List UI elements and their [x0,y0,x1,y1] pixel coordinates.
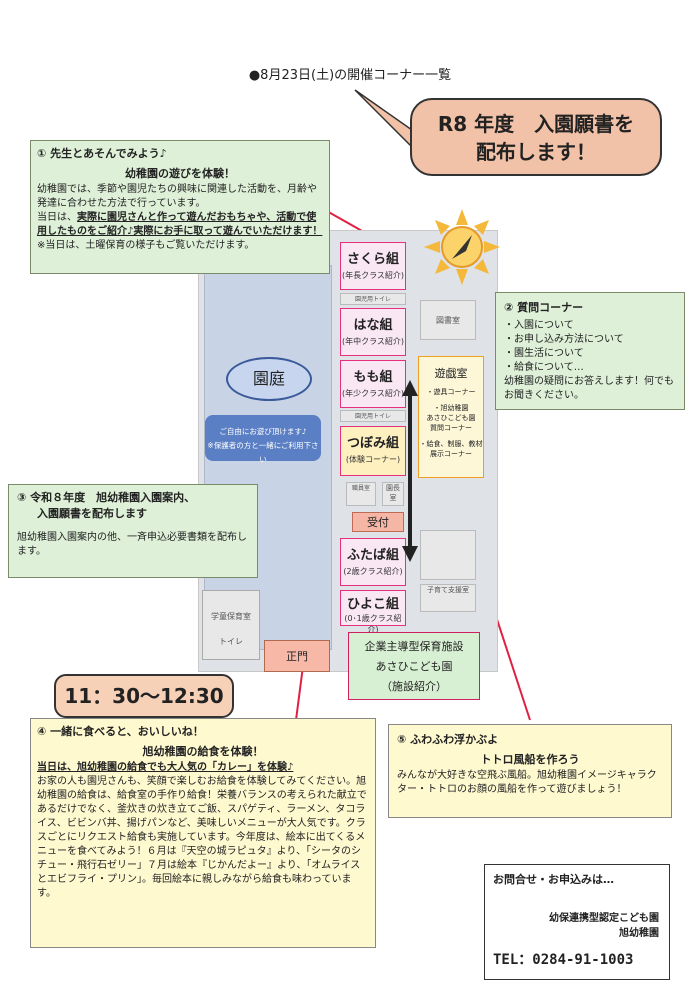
toilet-1: 園児用トイレ [340,293,406,305]
announcement-line1: R8 年度 入園願書を [437,112,635,136]
box2-item: ・給食について… [504,362,584,373]
playroom-name: 遊戯室 [434,367,468,380]
box1-text2a: 当日は、 [37,212,77,223]
box1-text: 幼稚園では、季節や園児たちの興味に関連した活動を、月齢や発達に合わせた方法で行っ… [37,183,323,253]
room-name: はな組 [353,318,393,333]
page-title: ●8月23日(土)の開催コーナー一覧 [248,68,452,83]
box2-item: ・園生活について [504,348,584,359]
box5-subtitle: トトロ風船を作ろう [480,753,580,766]
principal-room: 園長室 [382,482,404,506]
playroom-line2c: 質問コーナー [430,424,472,432]
inquiry-tel: TEL：0284-91-1003 [493,952,634,968]
inquiry-title: お問合せ・お申込みは… [493,873,614,886]
playroom-line3: ・給食、制服、教材 展示コーナー [419,439,483,459]
box4-text: お家の人も園児さんも、笑顔で楽しむお給食を体験してみてください。旭幼稚園の給食は… [37,776,367,899]
staff-room-2 [420,530,476,580]
playroom-line3b: 展示コーナー [430,450,472,458]
garden-note-main: ご自由にお遊び頂けます♪ [219,427,307,436]
room-name: つぼみ組 [346,436,399,451]
box4-title: ④ 一緒に食べると、おいしいね！ [37,725,204,738]
room-momo: もも組 (年少クラス紹介) [340,360,406,408]
room-sub: (年少クラス紹介) [341,389,405,398]
corner-box-2: ② 質問コーナー ・入園について ・お申し込み方法について ・園生活について ・… [495,292,685,410]
box2-list: ・入園について ・お申し込み方法について ・園生活について ・給食について… 幼… [504,319,676,403]
box4-subtitle: 旭幼稚園の給食を体験！ [142,745,264,758]
inquiry-org2: 旭幼稚園 [619,928,659,939]
room-hana: はな組 (年中クラス紹介) [340,308,406,356]
box3-title2: 入園願書を配布します [37,507,147,520]
box2-title: ② 質問コーナー [504,301,584,314]
nursery-facility: 企業主導型保育施設 あさひこども園 （施設紹介） [348,632,480,700]
box2-text: 幼稚園の疑問にお答えします！何でもお聞きください。 [504,376,674,401]
staff-room-label: 職員室 [351,485,370,492]
box5-title: ⑤ ふわふわ浮かぶよ [397,733,499,746]
nursery-line1: 企業主導型保育施設 [364,640,464,653]
toilet-label-3: トイレ [219,637,243,646]
inquiry-box: お問合せ・お申込みは… 幼保連携型認定こども園 旭幼稚園 TEL：0284-91… [484,864,670,980]
corner-box-1: ① 先生とあそんでみよう♪ 幼稚園の遊びを体験！ 幼稚園では、季節や園児たちの興… [30,140,330,274]
room-name: もも組 [353,370,393,385]
reception-label: 受付 [352,512,404,532]
announcement-line2: 配布します！ [476,140,596,164]
box5-text: みんなが大好きな空飛ぶ風船。旭幼稚園イメージキャラクター・トトロのお顔の風船を作… [397,770,657,795]
playroom-line2: ・旭幼稚園 あさひこども園 質問コーナー [419,403,483,433]
room-sub: (年中クラス紹介) [341,337,405,346]
room-sub: (2歳クラス紹介) [343,567,403,576]
room-name: ふたば組 [346,548,399,563]
box3-text: 旭幼稚園入園案内の他、一斉申込必要書類を配布します。 [17,532,247,557]
playroom-line3a: ・給食、制服、教材 [419,440,483,448]
corner-box-5: ⑤ ふわふわ浮かぶよ トトロ風船を作ろう みんなが大好きな空飛ぶ風船。旭幼稚園イ… [388,724,672,818]
playroom-line2a: ・旭幼稚園 [433,404,469,412]
box3-title1: ③ 令和８年度 旭幼稚園入園案内、 [17,491,196,504]
room-sub: (体験コーナー) [345,455,401,464]
garden-note: ご自由にお遊び頂けます♪ ※保護者の方と一緒にご利用下さい [205,415,321,464]
box1-subtitle: 幼稚園の遊びを体験！ [125,167,235,180]
room-tsubomi: つぼみ組 (体験コーナー) [340,426,406,476]
box1-text3: ※当日は、土曜保育の様子もご覧いただけます。 [37,240,255,251]
school-nursery-label: 学童保育室 [211,612,251,621]
room-sub: (0･1歳クラス紹介) [344,614,402,634]
corner-box-3: ③ 令和８年度 旭幼稚園入園案内、 入園願書を配布します 旭幼稚園入園案内の他、… [8,484,258,578]
box1-text1: 幼稚園では、季節や園児たちの興味に関連した活動を、月齢や発達に合わせた方法で行っ… [37,184,317,209]
school-nursery-room: 学童保育室 トイレ [202,590,260,660]
box1-title: ① 先生とあそんでみよう♪ [37,147,167,160]
room-hiyoko: ひよこ組 (0･1歳クラス紹介) [340,590,406,634]
time-badge: 11：30〜12:30 [54,674,234,718]
room-name: ひよこ組 [346,597,399,612]
announcement-callout: R8 年度 入園願書を 配布します！ [410,98,662,176]
nursery-line3: （施設紹介） [381,680,447,693]
corner-box-4: ④ 一緒に食べると、おいしいね！ 旭幼稚園の給食を体験！ 当日は、旭幼稚園の給食… [30,718,376,948]
playroom-line2b: あさひこども園 [426,414,476,422]
garden-label: 園庭 [226,357,312,401]
playroom: 遊戯室 ・遊具コーナー ・旭幼稚園 あさひこども園 質問コーナー ・給食、制服、… [418,356,484,478]
box4-lead: 当日は、旭幼稚園の給食でも大人気の「カレー」を体験♪ [37,762,294,773]
room-futaba: ふたば組 (2歳クラス紹介) [340,538,406,586]
box2-item: ・お申し込み方法について [504,334,624,345]
toilet-2: 園児用トイレ [340,410,406,422]
garden-note-sub: ※保護者の方と一緒にご利用下さい [207,441,319,464]
room-sakura: さくら組 (年長クラス紹介) [340,242,406,290]
playroom-line1: ・遊具コーナー [426,388,476,396]
library-room: 図書室 [420,300,476,340]
staff-room: 職員室 [346,482,376,506]
box1-text2b: 実際に園児さんと作って遊んだおもちゃや、活動で使用したものをご紹介♪実際にお手に… [37,212,323,237]
box2-item: ・入園について [504,320,574,331]
room-sub: (年長クラス紹介) [341,271,405,280]
nursery-line2: あさひこども園 [375,660,453,673]
inquiry-org1: 幼保連携型認定こども園 [549,913,659,924]
main-gate-label: 正門 [264,640,330,672]
support-room: 子育て支援室 [420,584,476,612]
room-name: さくら組 [346,252,399,267]
